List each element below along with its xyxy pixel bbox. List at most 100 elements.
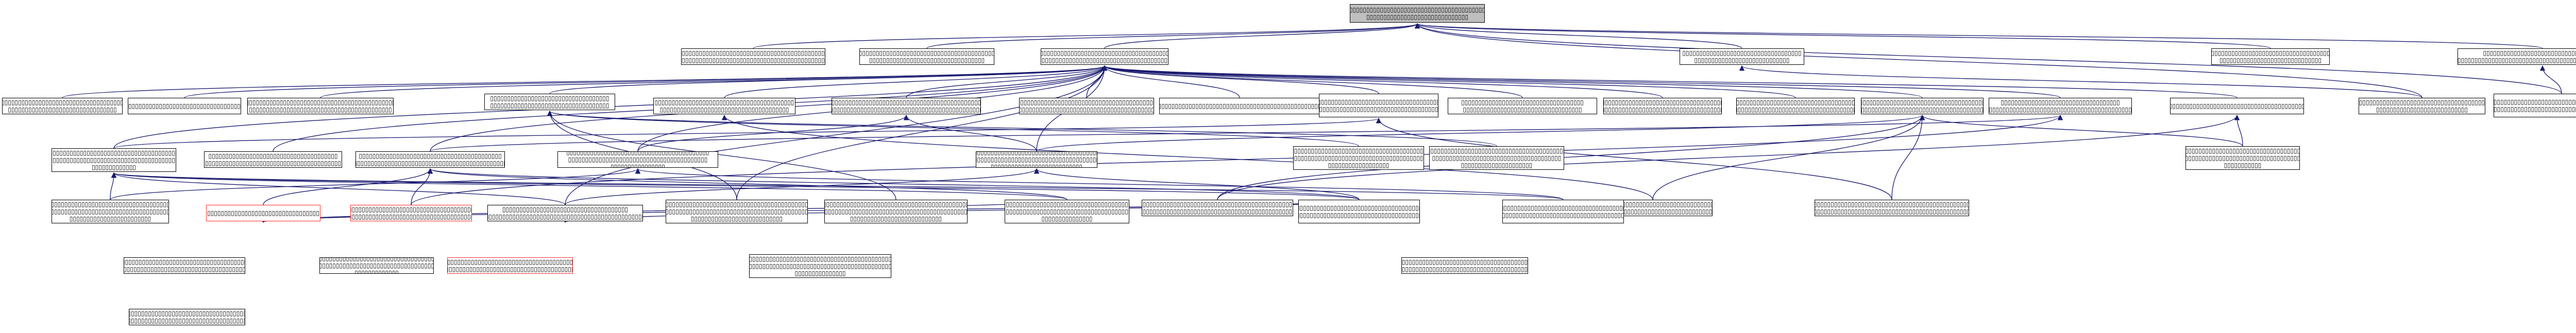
graph-node[interactable]: ▯▯▯▯▯▯▯▯▯▯▯▯▯▯▯▯▯▯▯▯▯▯▯▯▯▯▯▯▯▯▯▯▯▯▯▯▯▯▯▯…	[2185, 146, 2300, 170]
graph-node-highlighted[interactable]: ▯▯▯▯▯▯▯▯▯▯▯▯▯▯▯▯▯▯▯▯▯▯▯▯▯▯▯▯▯▯▯▯▯▯▯▯▯▯▯▯…	[447, 257, 573, 274]
graph-node[interactable]: ▯▯▯▯▯▯▯▯▯▯▯▯▯▯▯▯▯▯▯▯▯▯▯▯▯▯▯▯▯▯▯▯▯▯▯▯▯▯▯▯…	[2170, 98, 2304, 114]
graph-node[interactable]: ▯▯▯▯▯▯▯▯▯▯▯▯▯▯▯▯▯▯▯▯▯▯▯▯▯▯▯▯▯▯▯▯▯▯▯▯▯▯▯▯…	[1502, 200, 1624, 223]
dependency-edge	[184, 65, 1107, 98]
dependency-edge	[111, 172, 566, 205]
dependency-edge	[2234, 114, 2243, 147]
graph-node[interactable]: ▯▯▯▯▯▯▯▯▯▯▯▯▯▯▯▯▯▯▯▯▯▯▯▯▯▯▯▯▯▯▯▯▯▯▯▯▯▯▯▯…	[1159, 98, 1320, 114]
graph-node[interactable]: ▯▯▯▯▯▯▯▯▯▯▯▯▯▯▯▯▯▯▯▯▯▯▯▯▯▯▯▯▯▯▯▯▯▯▯▯ ▯▯▯…	[1319, 94, 1438, 117]
dependency-edge	[1217, 114, 1925, 200]
dependency-edge	[111, 172, 1360, 200]
dependency-edge	[1739, 65, 2422, 98]
dependency-edge	[1415, 23, 2271, 49]
graph-node-root[interactable]: ▯▯▯▯▯▯▯▯▯▯▯▯▯▯▯▯▯▯▯▯▯▯▯▯▯▯▯▯▯▯▯▯▯▯▯▯▯▯▯▯…	[1350, 4, 1485, 23]
dependency-edge	[1102, 65, 2061, 98]
dependency-edge	[320, 65, 1107, 98]
dependency-edge	[62, 65, 1107, 98]
dependency-edge	[1920, 114, 2243, 147]
dependency-edge	[1217, 114, 2240, 200]
graph-node[interactable]: ▯▯▯▯▯▯▯▯▯▯▯▯▯▯▯▯▯▯▯▯▯▯▯▯▯▯▯▯▯▯▯▯▯▯▯▯▯▯ ▯…	[1041, 48, 1168, 65]
graph-node[interactable]: ▯▯▯▯▯▯▯▯▯▯▯▯▯▯▯▯▯▯▯▯▯▯▯▯▯▯▯▯▯▯▯▯▯▯▯▯▯▯▯▯…	[129, 309, 245, 325]
graph-node-highlighted[interactable]: ▯▯▯▯▯▯▯▯▯▯▯▯▯▯▯▯▯▯▯▯▯▯▯▯▯▯▯▯▯▯▯▯▯▯▯▯▯▯▯▯…	[206, 205, 320, 221]
graph-node[interactable]: ▯▯▯▯▯▯▯▯▯▯▯▯▯▯▯▯▯▯▯▯▯▯▯▯▯▯▯▯▯▯▯▯▯▯▯▯▯▯ ▯…	[204, 151, 342, 168]
graph-node[interactable]: ▯▯▯▯▯▯▯▯▯▯▯▯▯▯▯▯▯▯▯▯▯▯▯▯▯▯▯▯▯▯▯▯▯▯▯▯▯▯▯▯…	[859, 48, 994, 65]
graph-node[interactable]: ▯▯▯▯▯▯▯▯▯▯▯▯▯▯▯▯▯▯▯▯▯▯▯▯▯▯▯▯▯▯▯▯▯▯▯▯▯▯▯ …	[52, 200, 169, 223]
dependency-edge	[635, 168, 1564, 200]
edge-group	[62, 23, 2562, 223]
graph-node[interactable]: ▯▯▯▯▯▯▯▯▯▯▯▯▯▯▯▯▯▯▯▯▯▯▯▯▯▯▯▯▯▯▯▯▯▯▯▯▯▯▯▯…	[2494, 94, 2576, 117]
graph-node[interactable]: ▯▯▯▯▯▯▯▯▯▯▯▯▯▯▯▯▯▯▯▯▯▯▯▯▯▯▯▯▯▯▯▯▯▯▯▯▯▯ ▯…	[2, 98, 123, 114]
dependency-edge	[110, 168, 640, 200]
dependency-edge	[1415, 23, 2562, 94]
graph-node[interactable]: ▯▯▯▯▯▯▯▯▯▯▯▯▯▯▯▯▯▯▯▯▯▯▯▯▯▯▯▯▯▯▯▯▯▯▯▯▯▯ ▯…	[1603, 98, 1722, 114]
dependency-edge	[1034, 168, 1360, 200]
graph-node[interactable]: ▯▯▯▯▯▯▯▯▯▯▯▯▯▯▯▯▯▯▯▯▯▯▯▯▯▯▯▯▯▯▯▯▯▯▯▯▯▯▯▯…	[653, 98, 795, 114]
graph-node[interactable]: ▯▯▯▯▯▯▯▯▯▯▯▯▯▯▯▯▯▯▯▯▯▯▯▯▯▯▯▯▯▯▯▯▯▯▯▯▯▯▯▯…	[666, 200, 808, 223]
dependency-edge	[565, 65, 1108, 205]
graph-node[interactable]: ▯▯▯▯▯▯▯▯▯▯▯▯▯▯▯▯▯▯▯▯▯▯▯▯▯▯▯▯▯▯▯▯▯▯▯ ▯▯▯▯…	[2458, 48, 2576, 65]
dependency-edge	[1652, 114, 1925, 200]
graph-node[interactable]: ▯▯▯▯▯▯▯▯▯▯▯▯▯▯▯▯▯▯▯▯▯▯▯▯▯▯▯▯▯▯▯▯▯▯▯ ▯▯▯▯…	[1989, 98, 2132, 114]
dependency-edge	[724, 65, 1107, 98]
graph-node[interactable]: ▯▯▯▯▯▯▯▯▯▯▯▯▯▯▯▯▯▯▯▯▯▯▯▯▯▯▯▯▯▯▯▯▯▯▯▯▯▯▯▯…	[557, 151, 718, 168]
dependency-edge	[1102, 65, 1663, 98]
dependency-edge	[1104, 23, 1420, 49]
graph-node[interactable]: ▯▯▯▯▯▯▯▯▯▯▯▯▯▯▯▯▯▯▯▯▯▯▯▯▯▯▯▯▯▯▯▯▯▯▯▯▯▯▯▯…	[1298, 200, 1420, 223]
dependency-edge	[263, 168, 433, 205]
dependency-edge	[1101, 65, 1379, 94]
graph-node[interactable]: ▯▯▯▯▯▯▯▯▯▯▯▯▯▯▯▯▯▯▯▯▯▯▯▯▯▯▯▯▯▯▯▯▯▯▯▯▯▯▯▯…	[749, 254, 891, 278]
dependency-edge	[111, 172, 1067, 200]
dependency-edge	[2539, 65, 2562, 94]
dependency-edge	[637, 114, 909, 152]
graph-node[interactable]: ▯▯▯▯▯▯▯▯▯▯▯▯▯▯▯▯▯▯▯▯▯▯▯▯▯▯▯▯▯▯▯▯▯▯▯▯▯▯▯ …	[1736, 98, 1855, 114]
dependency-edge	[1036, 114, 1925, 152]
graph-node[interactable]: ▯▯▯▯▯▯▯▯▯▯▯▯▯▯▯▯▯▯▯▯▯▯▯▯▯▯▯▯▯▯▯▯▯▯▯ ▯▯▯▯…	[1680, 48, 1804, 65]
dependency-edge	[547, 110, 1359, 147]
graph-node[interactable]: ▯▯▯▯▯▯▯▯▯▯▯▯▯▯▯▯▯▯▯▯▯▯▯▯▯▯▯▯▯▯▯▯▯▯▯▯▯▯▯▯…	[355, 151, 505, 168]
dependency-edge	[1415, 23, 2543, 49]
dependency-edge	[1376, 117, 1892, 200]
dependency-edge	[722, 114, 1653, 200]
dependency-edge	[1101, 65, 1240, 98]
graph-node[interactable]: ▯▯▯▯▯▯▯▯▯▯▯▯▯▯▯▯▯▯▯▯▯▯▯▯▯▯▯▯▯▯▯▯▯▯▯▯▯▯ ▯…	[1293, 146, 1424, 170]
graph-node[interactable]: ▯▯▯▯▯▯▯▯▯▯▯▯▯▯▯▯▯▯▯▯▯▯▯▯▯▯▯▯▯▯▯▯▯▯▯▯▯▯▯▯…	[1019, 98, 1154, 114]
dependency-edge	[428, 168, 1067, 200]
dependency-edge	[411, 168, 433, 205]
graph-node[interactable]: ▯▯▯▯▯▯▯▯▯▯▯▯▯▯▯▯▯▯▯▯▯▯▯▯▯▯▯▯▯▯▯▯▯▯▯▯▯▯▯▯…	[1142, 200, 1293, 216]
dependency-edge	[547, 110, 896, 200]
dependency-edge	[547, 110, 1497, 147]
graph-node[interactable]: ▯▯▯▯▯▯▯▯▯▯▯▯▯▯▯▯▯▯▯▯▯▯▯▯▯▯▯▯▯▯▯▯▯▯▯▯▯▯▯ …	[124, 257, 245, 274]
graph-node[interactable]: ▯▯▯▯▯▯▯▯▯▯▯▯▯▯▯▯▯▯▯▯▯▯▯▯▯▯▯▯▯▯▯▯▯▯▯ ▯▯▯▯…	[484, 94, 615, 110]
dependency-edge	[753, 23, 1420, 49]
graph-node[interactable]: ▯▯▯▯▯▯▯▯▯▯▯▯▯▯▯▯▯▯▯▯▯▯▯▯▯▯▯▯▯▯▯▯▯▯▯▯▯▯▯▯…	[52, 148, 176, 172]
dependency-edge	[110, 172, 117, 200]
dependency-edge	[411, 114, 2063, 205]
dependency-edge	[1415, 23, 2422, 98]
graph-node[interactable]: ▯▯▯▯▯▯▯▯▯▯▯▯▯▯▯▯▯▯▯▯▯▯▯▯▯▯▯▯▯▯▯▯▯▯▯▯▯▯▯ …	[1861, 98, 1984, 114]
dependency-edge	[1102, 65, 1923, 98]
dependency-edge	[428, 168, 1360, 200]
graph-node[interactable]: ▯▯▯▯▯▯▯▯▯▯▯▯▯▯▯▯▯▯▯▯▯▯▯▯▯▯▯▯▯▯▯▯▯▯▯▯▯▯▯▯…	[1401, 257, 1528, 274]
graph-node[interactable]: ▯▯▯▯▯▯▯▯▯▯▯▯▯▯▯▯▯▯▯▯▯▯▯▯▯▯▯▯▯▯▯▯▯▯▯▯▯▯▯▯…	[319, 257, 434, 274]
graph-node[interactable]: ▯▯▯▯▯▯▯▯▯▯▯▯▯▯▯▯▯▯▯▯▯▯▯▯▯▯▯▯▯▯▯▯▯▯▯▯▯▯▯▯…	[1005, 200, 1129, 223]
graph-node[interactable]: ▯▯▯▯▯▯▯▯▯▯▯▯▯▯▯▯▯▯▯▯▯▯▯▯▯▯▯▯▯▯▯▯▯▯▯▯▯ ▯▯…	[487, 205, 643, 221]
dependency-edge	[113, 117, 1381, 149]
graph-node[interactable]: ▯▯▯▯▯▯▯▯▯▯▯▯▯▯▯▯▯▯▯▯▯▯▯▯▯▯▯▯▯▯▯▯▯▯▯▯▯ ▯▯…	[2359, 98, 2485, 114]
graph-node-highlighted[interactable]: ▯▯▯▯▯▯▯▯▯▯▯▯▯▯▯▯▯▯▯▯▯▯▯▯▯▯▯▯▯▯▯▯▯▯▯▯▯▯▯▯…	[350, 205, 472, 221]
graph-node[interactable]: ▯▯▯▯▯▯▯▯▯▯▯▯▯▯▯▯▯▯▯▯▯▯▯▯▯▯▯▯▯▯▯▯▯▯▯▯▯ ▯▯…	[976, 151, 1097, 168]
graph-node[interactable]: ▯▯▯▯▯▯▯▯▯▯▯▯▯▯▯▯▯▯▯▯▯▯▯▯▯▯▯▯▯▯▯▯▯▯▯▯▯▯▯▯…	[247, 98, 394, 114]
dependency-edge	[926, 23, 1420, 49]
dependency-edge	[1102, 65, 2238, 98]
graph-node[interactable]: ▯▯▯▯▯▯▯▯▯▯▯▯▯▯▯▯▯▯▯▯▯▯▯▯▯▯▯▯▯▯▯▯▯▯▯▯ ▯▯▯…	[1448, 98, 1597, 114]
graph-node[interactable]: ▯▯▯▯▯▯▯▯▯▯▯▯▯▯▯▯▯▯▯▯▯▯▯▯▯▯▯▯▯▯▯▯▯▯▯▯▯▯▯▯…	[128, 98, 241, 114]
dependency-edge	[1891, 114, 1925, 200]
graph-node[interactable]: ▯▯▯▯▯▯▯▯▯▯▯▯▯▯▯▯▯▯▯▯▯▯▯▯▯▯▯▯▯▯▯▯▯▯▯▯▯▯▯▯…	[832, 98, 981, 114]
graph-node[interactable]: ▯▯▯▯▯▯▯▯▯▯▯▯▯▯▯▯▯▯▯▯▯▯▯▯▯▯▯▯▯▯▯▯▯▯▯▯▯ ▯▯…	[2211, 48, 2330, 65]
graph-node[interactable]: ▯▯▯▯▯▯▯▯▯▯▯▯▯▯▯▯▯▯▯▯▯▯▯▯▯▯▯▯▯▯▯▯▯▯▯▯▯▯▯▯…	[1429, 146, 1564, 170]
graph-node[interactable]: ▯▯▯▯▯▯▯▯▯▯▯▯▯▯▯▯▯▯▯▯▯▯▯▯▯▯▯▯▯▯▯▯▯▯▯▯▯▯▯▯…	[824, 200, 968, 223]
dependency-edge	[549, 65, 1107, 94]
graph-node[interactable]: ▯▯▯▯▯▯▯▯▯▯▯▯▯▯▯▯▯▯▯▯▯▯▯▯▯▯▯▯▯▯▯▯▯▯▯▯▯▯▯▯…	[681, 48, 825, 65]
graph-node[interactable]: ▯▯▯▯▯▯▯▯▯▯▯▯▯▯▯▯▯▯▯▯▯▯▯▯▯▯▯▯▯▯▯▯▯▯▯▯▯▯▯▯…	[1815, 200, 1969, 216]
dependency-edge	[1102, 65, 1796, 98]
dependency-edge	[1415, 23, 1742, 49]
